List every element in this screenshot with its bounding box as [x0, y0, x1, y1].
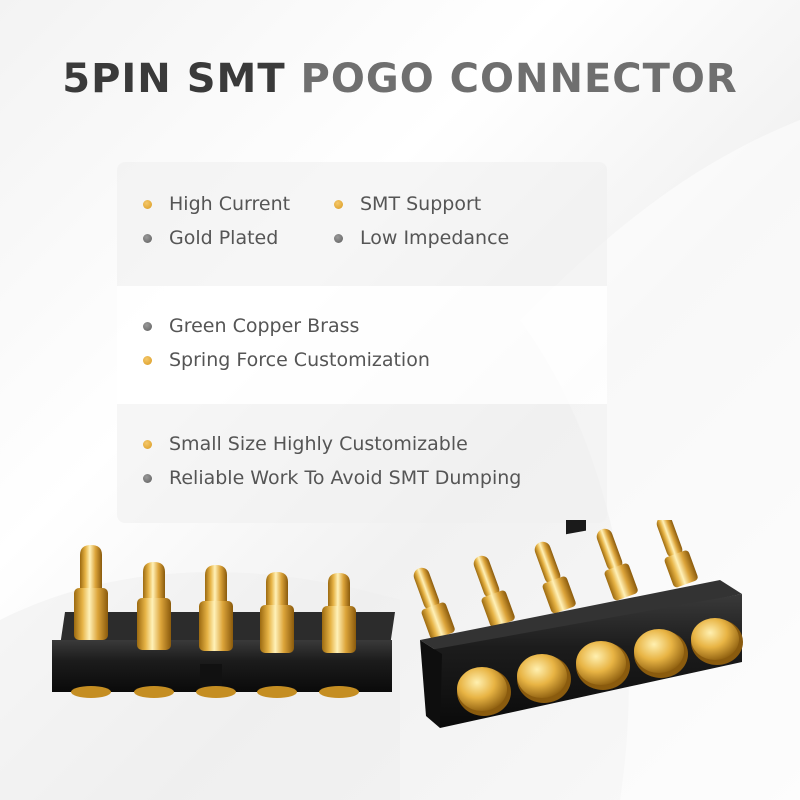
feature-gold-plated: Gold Plated [143, 227, 278, 249]
feature-low-impedance: Low Impedance [334, 227, 509, 249]
gold-dot-icon [143, 355, 152, 365]
feature-green-copper-brass: Green Copper Brass [143, 315, 359, 337]
title-part-dark: 5PIN SMT [62, 56, 286, 102]
feature-label: SMT Support [360, 193, 482, 215]
feature-panel-middle [117, 286, 607, 404]
feature-label: Green Copper Brass [169, 315, 360, 337]
feature-high-current: High Current [143, 193, 290, 215]
connector-front-view [52, 545, 395, 698]
gray-dot-icon [143, 321, 152, 331]
feature-label: Reliable Work To Avoid SMT Dumping [169, 467, 522, 489]
feature-label: Low Impedance [360, 227, 510, 249]
feature-label: High Current [169, 193, 291, 215]
pogo-connector-illustration [52, 520, 743, 728]
title-part-light: POGO CONNECTOR [300, 56, 738, 102]
gray-dot-icon [334, 233, 343, 243]
feature-panel-top [117, 162, 607, 286]
feature-label: Spring Force Customization [169, 349, 430, 371]
feature-label: Gold Plated [169, 227, 279, 249]
gold-dot-icon [143, 439, 152, 449]
feature-spring-force: Spring Force Customization [143, 349, 430, 371]
angled-pins [413, 520, 698, 640]
gold-dot-icon [143, 199, 152, 209]
page-title: 5PIN SMT POGO CONNECTOR [0, 56, 800, 102]
front-pins [71, 545, 359, 698]
feature-smt-support: SMT Support [334, 193, 481, 215]
gold-dot-icon [334, 199, 343, 209]
feature-reliable-work: Reliable Work To Avoid SMT Dumping [143, 467, 521, 489]
angled-pads [457, 618, 743, 716]
gray-dot-icon [143, 473, 152, 483]
connector-angled-view [413, 520, 743, 728]
feature-label: Small Size Highly Customizable [169, 433, 468, 455]
feature-panel-bottom [117, 404, 607, 523]
feature-small-size: Small Size Highly Customizable [143, 433, 468, 455]
gray-dot-icon [143, 233, 152, 243]
